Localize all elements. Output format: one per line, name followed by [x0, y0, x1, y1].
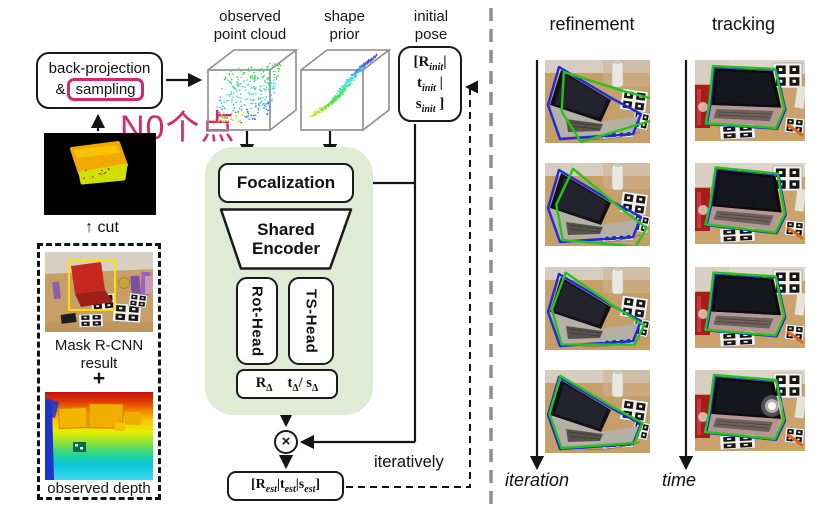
observed-depth-image: [45, 392, 153, 480]
iteration-label: iteration: [505, 470, 570, 490]
iteratively-label: iteratively: [374, 453, 444, 471]
refinement-frame-3: [545, 267, 650, 350]
estimated-pose-box: [Rest|test|sest]: [227, 471, 344, 501]
refinement-frame-2: [545, 163, 650, 246]
tracking-frame-2: [695, 163, 805, 244]
focalization-box: Focalization: [218, 163, 354, 203]
init-s-post: ]: [435, 95, 445, 112]
sampling-highlight: sampling: [67, 78, 144, 101]
cut-label-text: cut: [97, 219, 119, 236]
shared-encoder-label: Shared Encoder: [219, 208, 353, 270]
observed-depth-caption: observed depth: [47, 480, 151, 497]
init-t: t: [417, 74, 423, 91]
mask-rcnn-caption-line2: result: [80, 354, 118, 372]
time-label: time: [662, 470, 697, 490]
init-t-sub: init: [422, 82, 436, 94]
ts-head-box: TS-Head: [288, 277, 334, 365]
shape-prior: [296, 44, 393, 136]
plus-icon: +: [92, 367, 106, 390]
shared-encoder-trapezoid: [219, 208, 353, 270]
tracking-frame-3: [695, 267, 805, 348]
mask-rcnn-image: [45, 252, 153, 332]
observed-point-cloud-label-2: point cloud: [213, 25, 287, 43]
ampersand-text: &: [55, 81, 66, 98]
tracking-frame-1: [695, 60, 805, 141]
tracking-frame-4: [695, 370, 805, 451]
up-arrow-icon: ↑: [85, 219, 94, 236]
initial-pose-label-2: pose: [414, 25, 448, 43]
delta-r: RΔ: [255, 374, 273, 394]
input-group-box: [37, 243, 161, 500]
init-r: [R: [413, 53, 430, 70]
init-s-sub: init: [421, 103, 436, 115]
initial-pose-box: [Rinit| tinit | sinit ]: [398, 46, 462, 122]
shared-encoder-label-2: Encoder: [251, 239, 321, 258]
observed-point-cloud-label-1: observed: [219, 8, 281, 25]
refinement-frame-4: [545, 370, 650, 453]
back-projection-sampling-box: back-projection & sampling: [36, 52, 163, 109]
init-r-sub: init: [429, 61, 444, 73]
refinement-frame-1: [545, 60, 650, 143]
mask-rcnn-caption: Mask R-CNN result: [37, 337, 161, 372]
refinement-title: refinement: [549, 14, 635, 34]
delta-output-box: RΔ tΔ/ sΔ: [236, 369, 338, 399]
initial-pose-label-1: initial: [413, 8, 449, 25]
back-projection-text: back-projection: [48, 60, 151, 77]
observed-point-cloud-label: observed point cloud: [188, 8, 312, 43]
iterative-feedback-dashed-line: [346, 80, 479, 488]
cropped-depth-image: [44, 133, 156, 215]
init-s: s: [415, 95, 422, 112]
multiply-icon: ×: [274, 430, 298, 454]
tracking-title: tracking: [711, 14, 776, 34]
ts-head-label: TS-Head: [302, 288, 320, 354]
shape-prior-label: shape prior: [296, 8, 393, 43]
shared-encoder-label-1: Shared: [257, 219, 315, 239]
delta-ts: tΔ/ sΔ: [287, 374, 319, 394]
shape-prior-label-2: prior: [329, 25, 360, 43]
cut-label: ↑ cut: [62, 219, 142, 237]
rot-head-label: Rot-Head: [248, 285, 266, 357]
init-r-post: |: [443, 53, 447, 70]
rot-head-box: Rot-Head: [236, 277, 278, 365]
mask-rcnn-caption-line1: Mask R-CNN: [54, 337, 144, 354]
initial-pose-label: initial pose: [398, 8, 464, 43]
shape-prior-label-1: shape: [324, 8, 365, 25]
observed-point-cloud: [203, 44, 300, 136]
init-t-post: |: [435, 74, 443, 91]
